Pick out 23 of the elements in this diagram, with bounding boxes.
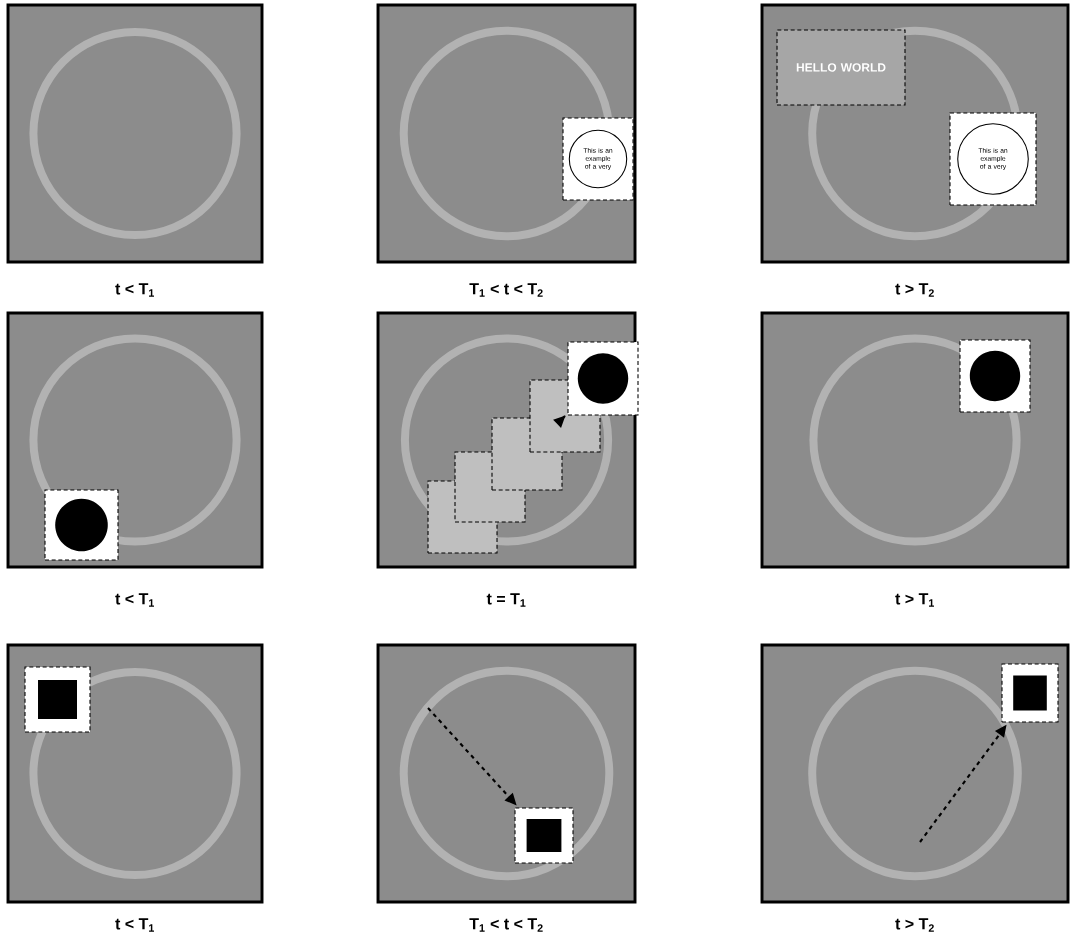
time-caption: T$_{1}$ < t < T$_{2}$	[469, 283, 543, 297]
screen-panel	[376, 643, 637, 904]
time-caption: t > T$_{2}$	[895, 283, 934, 297]
time-caption: t < T$_{1}$	[115, 593, 154, 607]
time-caption: t = T$_{1}$	[486, 593, 526, 607]
square-stamp	[24, 666, 91, 733]
time-caption: t > T$_{2}$	[895, 918, 934, 932]
screen-panel	[376, 3, 637, 264]
screen-panel	[6, 643, 264, 904]
text-box: HELLO WORLD	[776, 29, 906, 106]
time-caption: t < T$_{1}$	[115, 283, 154, 297]
time-caption: t > T$_{1}$	[895, 593, 934, 607]
time-caption: T$_{1}$ < t < T$_{2}$	[469, 918, 543, 932]
disk-stamp	[567, 341, 639, 416]
square-stamp	[1001, 663, 1059, 723]
square-stamp	[514, 807, 574, 864]
screen-panel	[760, 643, 1070, 904]
time-caption: t < T$_{1}$	[115, 918, 154, 932]
screen-panel	[6, 311, 264, 569]
screen-panel	[760, 311, 1070, 569]
screen-panel	[6, 3, 264, 264]
disk-stamp	[44, 489, 119, 561]
disk-stamp	[959, 339, 1031, 413]
